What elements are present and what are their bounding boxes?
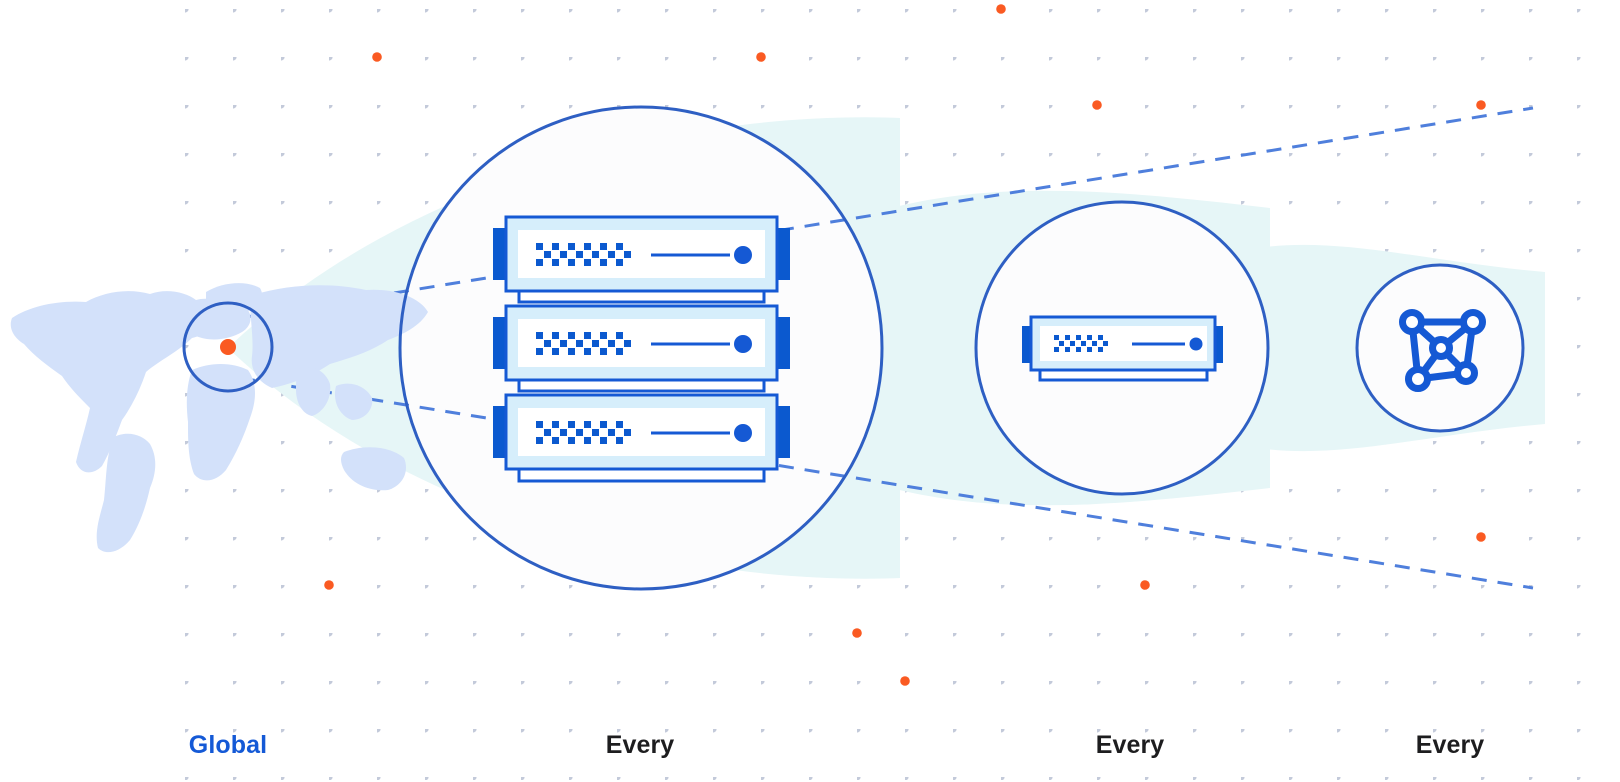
network-graph-nodes bbox=[1399, 309, 1486, 392]
service-circle bbox=[1355, 263, 1525, 433]
rack-unit bbox=[493, 393, 790, 471]
graph-node bbox=[1429, 336, 1453, 360]
status-led bbox=[734, 424, 752, 442]
graph-node bbox=[1405, 366, 1431, 392]
vent-dots bbox=[536, 421, 631, 444]
server-group bbox=[974, 200, 1270, 496]
rack-unit bbox=[493, 215, 790, 293]
label-global-network: Global network bbox=[128, 668, 328, 782]
rack-unit bbox=[493, 304, 790, 382]
label-line-1: Every bbox=[1415, 731, 1485, 759]
status-led bbox=[1189, 337, 1203, 351]
label-line-1: Every bbox=[1095, 731, 1165, 759]
label-line-1: Global bbox=[188, 731, 268, 759]
server-rack-illustration bbox=[493, 215, 790, 483]
vent-dots bbox=[536, 243, 631, 266]
world-map-landmass bbox=[10, 283, 428, 553]
label-every-service: Every service bbox=[1350, 668, 1550, 782]
label-every-data-center: Every data center bbox=[490, 668, 790, 782]
data-center-circle bbox=[398, 105, 884, 591]
graph-node bbox=[1399, 309, 1425, 335]
label-line-1: Every bbox=[605, 731, 675, 759]
status-led bbox=[734, 335, 752, 353]
vent-dots bbox=[1054, 335, 1108, 352]
server-circle bbox=[974, 200, 1270, 496]
graph-node bbox=[1454, 361, 1478, 385]
vent-dots bbox=[536, 332, 631, 355]
label-every-server: Every server bbox=[1030, 668, 1230, 782]
map-location-pin bbox=[220, 339, 236, 355]
world-map-illustration bbox=[10, 283, 428, 553]
server-unit-illustration bbox=[1022, 315, 1223, 382]
orange-grid-dots bbox=[324, 4, 1486, 686]
map-focus-circle bbox=[182, 301, 274, 393]
status-led bbox=[734, 246, 752, 264]
graph-node bbox=[1460, 309, 1486, 335]
service-group bbox=[1355, 263, 1525, 433]
dashed-guides bbox=[239, 106, 1534, 590]
data-center-group bbox=[398, 105, 884, 591]
